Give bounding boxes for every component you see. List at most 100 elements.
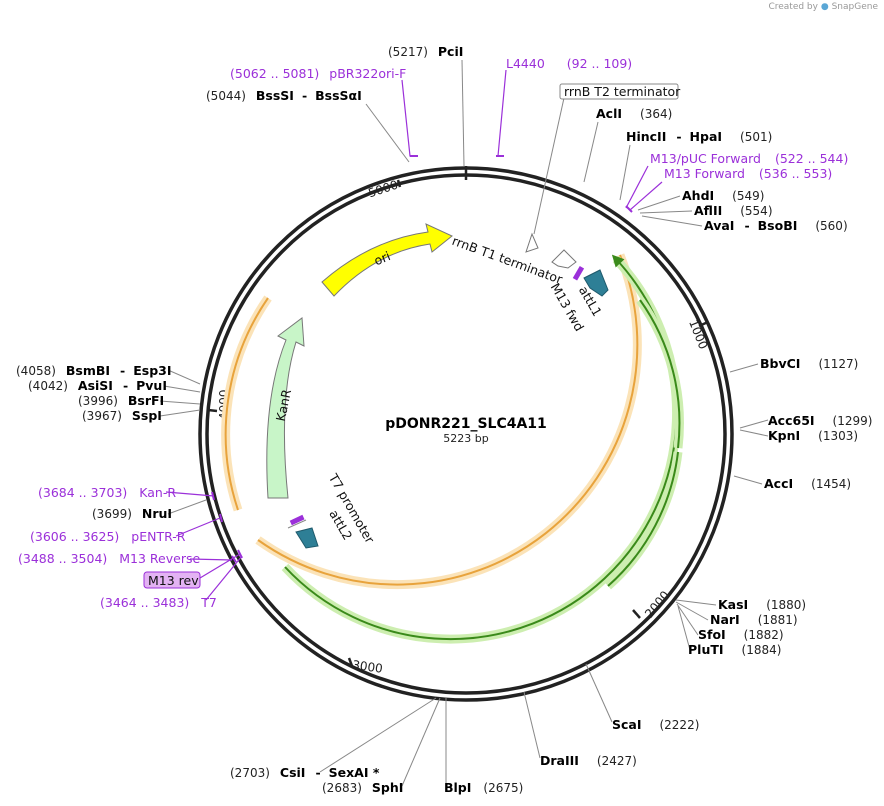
site-sfoi[interactable]: SfoI (1882) bbox=[698, 627, 784, 642]
plasmid-name: pDONR221_SLC4A11 bbox=[385, 416, 547, 432]
site-kasi-name: KasI bbox=[718, 597, 748, 612]
site-bbvci[interactable]: BbvCI (1127) bbox=[760, 356, 858, 371]
primer-m13puc[interactable]: M13/pUC Forward (522 .. 544) bbox=[650, 151, 848, 166]
site-csii-name: CsiI bbox=[280, 765, 306, 780]
orf-left-arc bbox=[221, 295, 272, 512]
plasmid-size: 5223 bp bbox=[443, 432, 488, 445]
site-leaders bbox=[159, 59, 769, 787]
rrnb-t1-feature[interactable] bbox=[551, 249, 577, 269]
site-bsrfi-name: BsrFI bbox=[128, 393, 164, 408]
primer-kanr[interactable]: (3684 .. 3703) Kan-R bbox=[38, 485, 176, 500]
site-nrui[interactable]: (3699) NruI bbox=[92, 506, 172, 521]
attl1-feature[interactable] bbox=[572, 265, 609, 297]
site-acc65i-name: Acc65I bbox=[768, 413, 815, 428]
site-aflii[interactable]: AflII (554) bbox=[694, 203, 773, 218]
site-asisi[interactable]: (4042) AsiSI - PvuI bbox=[28, 378, 167, 393]
primer-kanr-name: Kan-R bbox=[139, 485, 176, 500]
site-asisi-name: AsiSI bbox=[78, 378, 113, 393]
site-acci-name: AccI bbox=[764, 476, 793, 491]
kanr-label: KanR bbox=[273, 388, 294, 423]
rrnb-t2-feature[interactable] bbox=[525, 97, 565, 253]
site-hincii-name2: HpaI bbox=[690, 129, 723, 144]
site-pluti[interactable]: PluTI (1884) bbox=[688, 642, 781, 657]
attl2-feature[interactable] bbox=[287, 514, 319, 549]
site-ahdi-name: AhdI bbox=[682, 188, 714, 203]
m13rev-box bbox=[143, 571, 201, 589]
credit-brand: SnapGene bbox=[831, 2, 878, 12]
site-sspi[interactable]: (3967) SspI bbox=[82, 408, 162, 423]
site-bsssi-pos: (5044) bbox=[206, 89, 246, 103]
site-kpni-name: KpnI bbox=[768, 428, 800, 443]
primer-t7-range: (3464 .. 3483) bbox=[100, 595, 189, 610]
kanr-feature[interactable] bbox=[266, 317, 305, 499]
primer-m13puc-name: M13/pUC Forward bbox=[650, 151, 761, 166]
primer-m13fwd-range: (536 .. 553) bbox=[759, 166, 832, 181]
site-pluti-pos: (1884) bbox=[742, 643, 782, 657]
tick-marks bbox=[207, 166, 709, 667]
site-sfoi-pos: (1882) bbox=[744, 628, 784, 642]
rrnb-t1-label: rrnB T1 terminator bbox=[450, 233, 565, 287]
primer-m13fwd-name: M13 Forward bbox=[664, 166, 745, 181]
site-bsssi[interactable]: (5044) BssSI - BssSαI bbox=[206, 88, 362, 103]
site-blpi[interactable]: BlpI (2675) bbox=[444, 780, 523, 795]
snapgene-icon: ● bbox=[820, 2, 829, 12]
site-acc65i-pos: (1299) bbox=[833, 414, 873, 428]
primer-pbr322-range: (5062 .. 5081) bbox=[230, 66, 319, 81]
site-bsrfi[interactable]: (3996) BsrFI bbox=[78, 393, 164, 408]
site-sphi-pos: (2683) bbox=[322, 781, 362, 795]
site-draiii[interactable]: DraIII (2427) bbox=[540, 753, 637, 768]
site-acli-pos: (364) bbox=[640, 107, 672, 121]
site-hincii-pos: (501) bbox=[740, 130, 772, 144]
site-kasi-pos: (1880) bbox=[766, 598, 806, 612]
site-bsssi-name: BssSI bbox=[256, 88, 294, 103]
site-pluti-name: PluTI bbox=[688, 642, 724, 657]
site-nari[interactable]: NarI (1881) bbox=[710, 612, 798, 627]
ori-feature[interactable] bbox=[321, 223, 453, 297]
green-arc-inner bbox=[636, 297, 684, 449]
site-acli[interactable]: AclI (364) bbox=[596, 106, 672, 121]
site-pcii-pos: (5217) bbox=[388, 45, 428, 59]
site-sspi-name: SspI bbox=[132, 408, 162, 423]
site-avai[interactable]: AvaI - BsoBI (560) bbox=[704, 218, 848, 233]
site-csii[interactable]: (2703) CsiI - SexAI * bbox=[230, 765, 380, 780]
primer-pentr-name: pENTR-R bbox=[131, 529, 186, 544]
site-draiii-name: DraIII bbox=[540, 753, 579, 768]
site-sphi[interactable]: (2683) SphI bbox=[322, 780, 403, 795]
site-bbvci-name: BbvCI bbox=[760, 356, 800, 371]
site-bsmbi[interactable]: (4058) BsmBI - Esp3I bbox=[16, 363, 172, 378]
site-acc65i[interactable]: Acc65I (1299) bbox=[768, 413, 872, 428]
primer-ticks bbox=[211, 155, 633, 563]
orf-outer-arc bbox=[255, 253, 642, 590]
ori-label: ori bbox=[372, 248, 393, 268]
primer-l4440-range: (92 .. 109) bbox=[567, 56, 632, 71]
primer-m13fwd[interactable]: M13 Forward (536 .. 553) bbox=[664, 166, 832, 181]
site-bsmbi-pos: (4058) bbox=[16, 364, 56, 378]
site-hincii[interactable]: HincII - HpaI (501) bbox=[626, 129, 772, 144]
primer-l4440[interactable]: L4440 (92 .. 109) bbox=[506, 56, 632, 71]
primer-m13rev-name: M13 Reverse bbox=[119, 551, 200, 566]
tick-label-3000: 3000 bbox=[351, 658, 383, 676]
site-bsmbi-name2: Esp3I bbox=[133, 363, 171, 378]
primer-pbr322[interactable]: (5062 .. 5081) pBR322ori-F bbox=[230, 66, 406, 81]
primer-t7[interactable]: (3464 .. 3483) T7 bbox=[100, 595, 217, 610]
site-bsrfi-pos: (3996) bbox=[78, 394, 118, 408]
primer-leaders bbox=[165, 69, 663, 601]
site-avai-name2: BsoBI bbox=[758, 218, 798, 233]
primer-pentr[interactable]: (3606 .. 3625) pENTR-R bbox=[30, 529, 186, 544]
site-acci-pos: (1454) bbox=[811, 477, 851, 491]
site-ahdi-pos: (549) bbox=[732, 189, 764, 203]
site-kasi[interactable]: KasI (1880) bbox=[718, 597, 806, 612]
primer-pbr322-name: pBR322ori-F bbox=[329, 66, 406, 81]
site-draiii-pos: (2427) bbox=[597, 754, 637, 768]
site-kpni[interactable]: KpnI (1303) bbox=[768, 428, 858, 443]
site-sphi-name: SphI bbox=[372, 780, 404, 795]
site-acci[interactable]: AccI (1454) bbox=[764, 476, 851, 491]
site-scai[interactable]: ScaI (2222) bbox=[612, 717, 699, 732]
site-nrui-pos: (3699) bbox=[92, 507, 132, 521]
primer-m13rev[interactable]: (3488 .. 3504) M13 Reverse bbox=[18, 551, 200, 566]
site-ahdi[interactable]: AhdI (549) bbox=[682, 188, 764, 203]
m13rev-box-label[interactable]: M13 rev bbox=[148, 573, 199, 588]
primer-m13rev-range: (3488 .. 3504) bbox=[18, 551, 107, 566]
site-pcii[interactable]: (5217) PciI bbox=[388, 44, 463, 59]
